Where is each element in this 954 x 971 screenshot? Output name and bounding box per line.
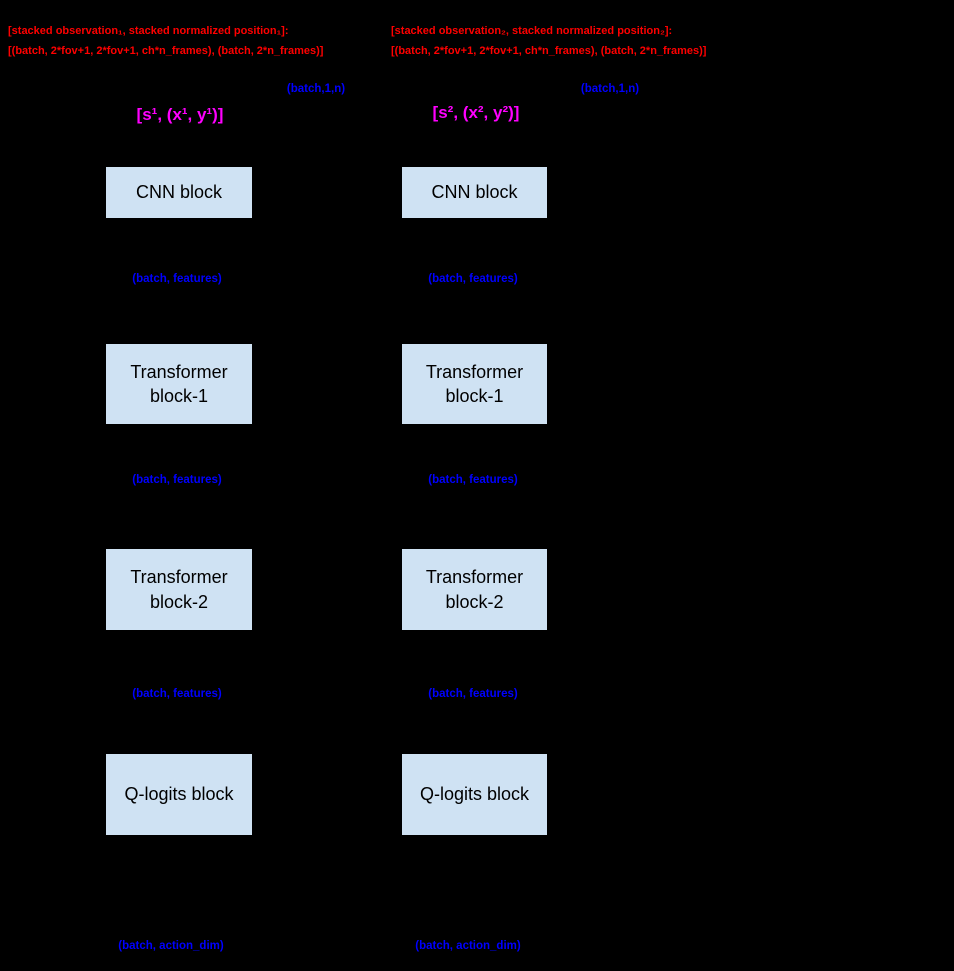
transformer-block-1-right: Transformer block-1 — [402, 344, 547, 424]
cnn-block-left: CNN block — [106, 167, 252, 218]
transformer-block-2-left: Transformer block-2 — [106, 549, 252, 630]
features-shape-label: (batch, features) — [132, 688, 222, 700]
features-shape-label: (batch, features) — [132, 273, 222, 285]
annotation-line: [stacked observation₂, stacked normalize… — [391, 25, 673, 37]
features-shape-label: (batch, features) — [428, 273, 518, 285]
features-shape-label: (batch, features) — [132, 474, 222, 486]
q-logits-block-left: Q-logits block — [106, 754, 252, 835]
features-shape-label: (batch, features) — [428, 474, 518, 486]
batch-1-n-shape-label-left: (batch,1,n) — [286, 83, 346, 95]
input-spec-annotation-right: [stacked observation₂, stacked normalize… — [391, 21, 706, 61]
batch-1-n-shape-label-right: (batch,1,n) — [580, 83, 640, 95]
annotation-line: [(batch, 2*fov+1, 2*fov+1, ch*n_frames),… — [8, 45, 324, 57]
action-dim-shape-label-right: (batch, action_dim) — [415, 940, 521, 952]
block-label: Transformer block-2 — [425, 567, 524, 612]
block-label: CNN block — [135, 182, 223, 203]
block-label: Q-logits block — [124, 784, 234, 805]
annotation-line: [stacked observation₁, stacked normalize… — [8, 25, 289, 37]
state-input-label-left: [s¹, (x¹, y¹)] — [136, 105, 224, 124]
transformer-block-2-right: Transformer block-2 — [402, 549, 547, 630]
state-input-label-right: [s², (x², y²)] — [432, 103, 520, 122]
features-shape-label: (batch, features) — [428, 688, 518, 700]
annotation-line: [(batch, 2*fov+1, 2*fov+1, ch*n_frames),… — [391, 45, 707, 57]
cnn-block-right: CNN block — [402, 167, 547, 218]
block-label: CNN block — [431, 182, 518, 203]
input-spec-annotation-left: [stacked observation₁, stacked normalize… — [8, 21, 323, 61]
transformer-block-1-left: Transformer block-1 — [106, 344, 252, 424]
action-dim-shape-label-left: (batch, action_dim) — [118, 940, 224, 952]
block-label: Transformer block-2 — [130, 567, 228, 612]
block-label: Q-logits block — [419, 784, 530, 805]
q-logits-block-right: Q-logits block — [402, 754, 547, 835]
block-label: Transformer block-1 — [130, 361, 228, 406]
block-label: Transformer block-1 — [425, 361, 524, 406]
